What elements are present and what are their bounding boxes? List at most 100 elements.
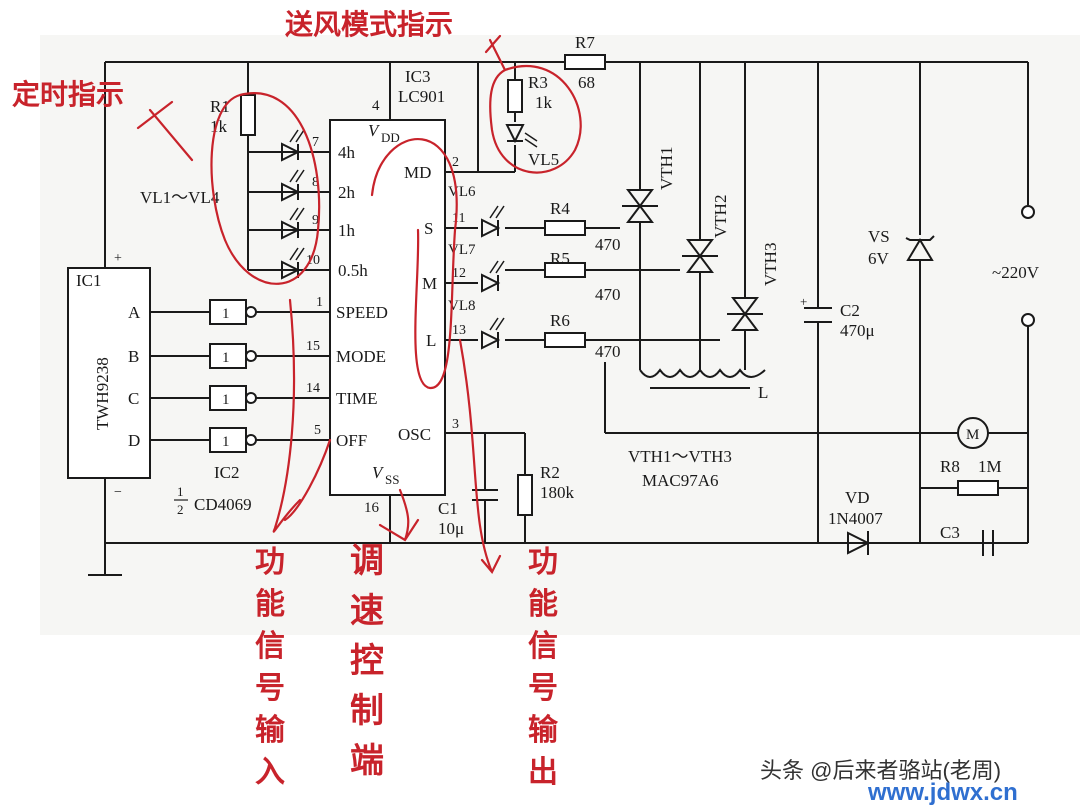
ic2-part: CD4069 xyxy=(194,495,252,514)
func-in-char-2: 能 xyxy=(255,588,285,621)
red-annotation-strokes xyxy=(136,34,582,574)
ic3-vss-sub: SS xyxy=(385,472,399,487)
vl8-label: VL8 xyxy=(448,298,476,314)
func-out-char-3: 信 xyxy=(528,630,558,663)
ic3-pin-1h: 1h xyxy=(338,221,356,240)
site-watermark: www.jdwx.cn xyxy=(867,779,1018,806)
ic3-pin-m: M xyxy=(422,274,437,293)
speed-char-3: 控 xyxy=(350,642,384,680)
vl6-label: VL6 xyxy=(448,184,476,200)
diodes-motor xyxy=(847,205,1035,555)
r2-name: R2 xyxy=(540,463,560,482)
ic3-pin-s: S xyxy=(424,219,433,238)
func-out-char-6: 出 xyxy=(528,756,558,789)
ic3-pin-osc: OSC xyxy=(398,425,431,444)
ic3-pin-time: TIME xyxy=(336,389,378,408)
mains-label: ~220V xyxy=(992,263,1040,282)
r4-name: R4 xyxy=(550,199,570,218)
r1-name: R1 xyxy=(210,97,230,116)
func-in-char-1: 功 xyxy=(255,546,285,579)
ic1-pin-b: B xyxy=(128,347,139,366)
ic1-minus: − xyxy=(114,485,122,500)
ic3-name: IC3 xyxy=(405,67,431,86)
motor-label: M xyxy=(966,427,979,443)
ic3-pin-num-2: 2 xyxy=(452,155,459,170)
ic2-fraction-num: 1 xyxy=(177,484,184,499)
vth1-label: VTH1 xyxy=(657,147,676,190)
ic3-pin-num-14: 14 xyxy=(306,381,320,396)
func-out-char-4: 号 xyxy=(528,672,558,705)
vd-value: 1N4007 xyxy=(828,509,883,528)
ic3-vdd-sub: DD xyxy=(381,130,400,145)
ic3-top-pin: 4 xyxy=(372,98,380,114)
capacitors xyxy=(472,307,994,556)
vth2-label: VTH2 xyxy=(711,195,730,238)
func-in-char-3: 信 xyxy=(255,630,285,663)
ic3-pin-speed: SPEED xyxy=(336,303,388,322)
ic1-pin-d: D xyxy=(128,431,140,450)
c1-name: C1 xyxy=(438,499,458,518)
ic1-pin-c: C xyxy=(128,389,139,408)
ic3-pin-num-5: 5 xyxy=(314,423,321,438)
func-in-char-6: 入 xyxy=(255,756,285,789)
vl5-label: VL5 xyxy=(528,150,559,169)
ic3-vss: V xyxy=(372,463,385,482)
ic2-gate-2: 1 xyxy=(222,350,230,366)
vth3-label: VTH3 xyxy=(761,243,780,286)
ic2-gate-3: 1 xyxy=(222,392,230,408)
ic1-part: TWH9238 xyxy=(93,357,112,430)
ic2-name: IC2 xyxy=(214,463,240,482)
r6-value: 470 xyxy=(595,342,621,361)
timing-annotation: 定时指示 xyxy=(12,78,124,111)
r4-value: 470 xyxy=(595,235,621,254)
r5-value: 470 xyxy=(595,285,621,304)
ic3-pin-num-1: 1 xyxy=(316,295,323,310)
ic2-inverters xyxy=(209,299,257,453)
ic3-pin-num-7: 7 xyxy=(312,135,319,150)
fan-mode-annotation: 送风模式指示 xyxy=(285,9,453,41)
ic3-pin-2h: 2h xyxy=(338,183,356,202)
vl7-label: VL7 xyxy=(448,242,476,258)
c3-name: C3 xyxy=(940,523,960,542)
resistors xyxy=(240,54,999,516)
r8-name: R8 xyxy=(940,457,960,476)
func-in-char-5: 输 xyxy=(255,714,286,747)
ic1-pin-a: A xyxy=(128,303,141,322)
author-watermark: 头条 @后来者骆站(老周) xyxy=(760,758,1001,783)
func-out-char-2: 能 xyxy=(528,588,558,621)
vd-name: VD xyxy=(845,488,870,507)
ic3-pin-05h: 0.5h xyxy=(338,261,368,280)
ic3-pin-num-11: 11 xyxy=(452,211,465,226)
inductor-label: L xyxy=(758,383,768,402)
ic1-name: IC1 xyxy=(76,271,102,290)
c2-value: 470μ xyxy=(840,321,875,340)
ic3-pin-mode: MODE xyxy=(336,347,386,366)
ic1-plus: + xyxy=(114,251,122,266)
speed-char-2: 速 xyxy=(350,592,384,630)
ic3-pin-num-3: 3 xyxy=(452,417,459,432)
vl-group-label: VL1～VL4 xyxy=(140,188,220,207)
vth-part-label: MAC97A6 xyxy=(642,471,719,490)
ic3-pin-num-8: 8 xyxy=(312,175,319,190)
r8-value: 1M xyxy=(978,457,1002,476)
triacs xyxy=(622,189,763,331)
func-out-char-1: 功 xyxy=(528,546,558,579)
c2-plus: + xyxy=(800,294,807,309)
ic3-vdd: V xyxy=(368,121,381,140)
ic3-pin-num-12: 12 xyxy=(452,266,466,281)
ic3-part: LC901 xyxy=(398,87,445,106)
ic3-pin-num-9: 9 xyxy=(312,213,319,228)
red-annotation-text: 定时指示 送风模式指示 功 能 信 号 输 入 调 速 控 制 端 功 能 信 … xyxy=(12,9,559,789)
ic3-bottom-pin: 16 xyxy=(364,500,380,516)
ic2-gate-1: 1 xyxy=(222,306,230,322)
ic3-pin-num-15: 15 xyxy=(306,339,320,354)
vs-value: 6V xyxy=(868,249,890,268)
ic3-pin-off: OFF xyxy=(336,431,367,450)
ic1-chip xyxy=(67,267,151,479)
speed-char-5: 端 xyxy=(350,742,384,780)
ic3-pin-l: L xyxy=(426,331,436,350)
ic3-pin-num-10: 10 xyxy=(306,253,320,268)
func-out-char-5: 输 xyxy=(528,714,559,747)
ic2-fraction-den: 2 xyxy=(177,502,184,517)
